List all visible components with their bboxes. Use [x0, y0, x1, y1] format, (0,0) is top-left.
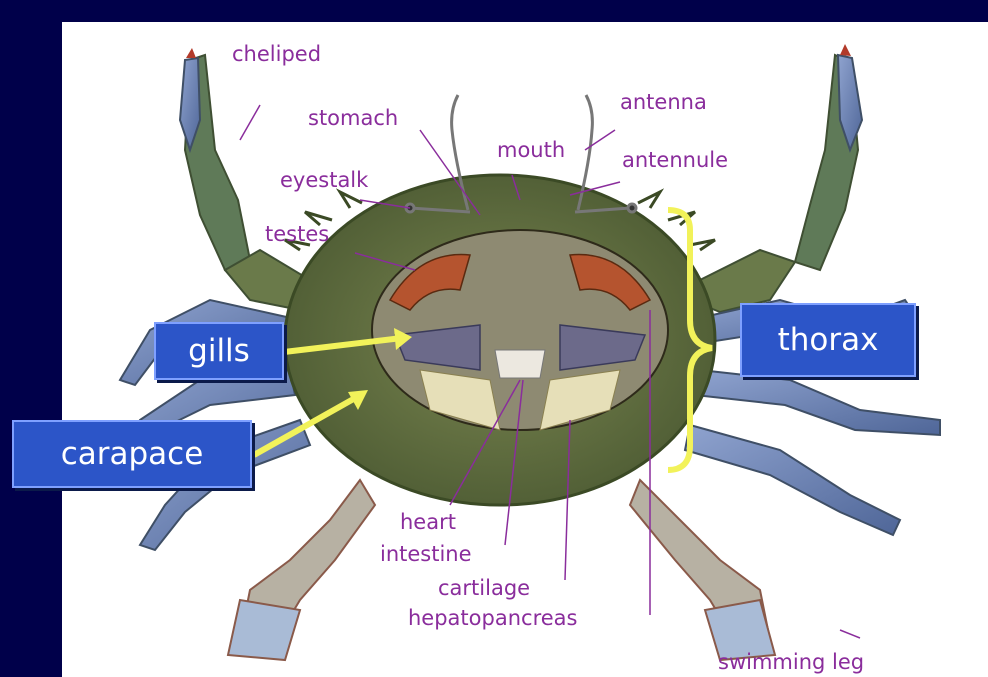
label-cheliped: cheliped [232, 44, 321, 65]
label-intestine: intestine [380, 544, 472, 565]
label-eyestalk: eyestalk [280, 170, 368, 191]
label-cartilage: cartilage [438, 578, 530, 599]
callout-carapace: carapace [12, 420, 252, 488]
right-cheliped [690, 44, 862, 312]
label-swimming-leg: swimming leg [718, 652, 864, 673]
label-antenna: antenna [620, 92, 707, 113]
callout-thorax: thorax [740, 303, 916, 377]
label-hepatopancreas: hepatopancreas [408, 608, 577, 629]
callout-gills: gills [154, 322, 284, 380]
label-heart: heart [400, 512, 456, 533]
label-stomach: stomach [308, 108, 398, 129]
swimming-legs [228, 480, 775, 660]
label-mouth: mouth [497, 140, 565, 161]
label-testes: testes [265, 224, 329, 245]
label-antennule: antennule [622, 150, 728, 171]
body-cavity [372, 230, 668, 430]
